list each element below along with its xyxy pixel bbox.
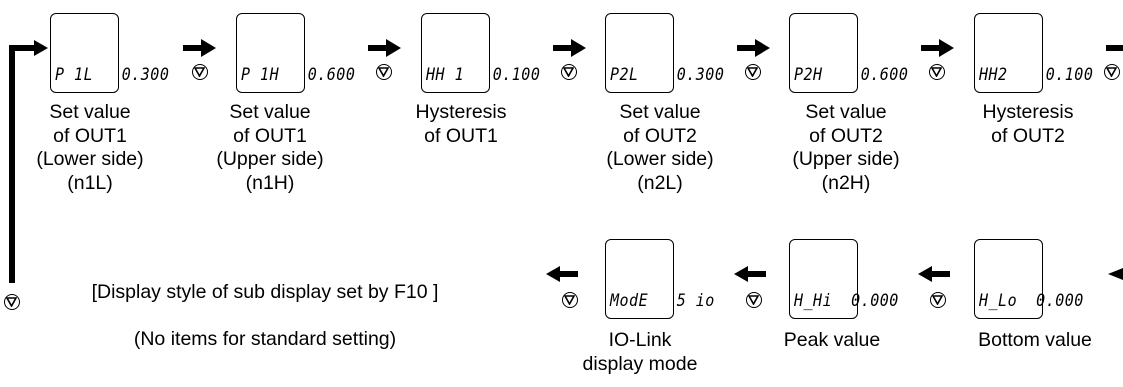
lcd-readout: H_Lo 0.000 (979, 290, 1084, 311)
lcd-readout: P2L 0.300 (610, 64, 725, 85)
down-button-icon[interactable] (929, 64, 945, 80)
down-button-icon[interactable] (930, 292, 946, 308)
lcd-display-io-link-mode: ModE 5 io (605, 239, 715, 319)
flow-arrow-icon (368, 39, 401, 57)
down-button-icon[interactable] (376, 64, 392, 80)
flow-arrow-icon (183, 39, 216, 57)
lcd-readout: P 1H 0.600 (241, 64, 356, 85)
flow-arrow-icon (918, 266, 950, 282)
lcd-display-bottom-value: H_Lo 0.000 (974, 239, 1084, 319)
lcd-display-n1h: P 1H 0.600 (236, 13, 356, 93)
lcd-readout: H_Hi 0.000 (794, 290, 899, 311)
sub-display-note: [Display style of sub display set by F10… (60, 257, 470, 375)
lcd-display-n1l: P 1L 0.300 (50, 13, 170, 93)
lcd-display-n2l: P2L 0.300 (605, 13, 725, 93)
lcd-display-hysteresis-out2: HH2 0.100 (974, 13, 1094, 93)
lcd-readout: HH 1 0.100 (426, 64, 541, 85)
lcd-display-peak-value: H_Hi 0.000 (789, 239, 899, 319)
caption-hysteresis-out2: Hysteresis of OUT2 (982, 101, 1074, 147)
down-button-icon[interactable] (561, 64, 577, 80)
flow-arrow-icon (737, 39, 770, 57)
flow-continue-line (1106, 45, 1123, 51)
down-button-icon[interactable] (4, 294, 20, 310)
lcd-display-hysteresis-out1: HH 1 0.100 (421, 13, 541, 93)
flow-arrow-icon (921, 39, 954, 57)
note-line-2: (No items for standard setting) (133, 327, 397, 350)
lcd-readout: ModE 5 io (610, 290, 715, 311)
down-button-icon[interactable] (192, 64, 208, 80)
down-button-icon[interactable] (562, 292, 578, 308)
loop-back-line (9, 45, 34, 283)
caption-n1l: Set value of OUT1 (Lower side) (n1L) (36, 101, 144, 194)
lcd-display-n2h: P2H 0.600 (789, 13, 909, 93)
caption-peak-value: Peak value (783, 329, 881, 351)
flow-arrow-icon (34, 40, 48, 56)
caption-bottom-value: Bottom value (978, 329, 1092, 351)
caption-n2l: Set value of OUT2 (Lower side) (n2L) (606, 101, 714, 194)
lcd-readout: P 1L 0.300 (55, 64, 170, 85)
flow-arrow-icon (553, 39, 586, 57)
caption-io-link-mode: IO-Link display mode (582, 329, 698, 375)
down-button-icon[interactable] (746, 292, 762, 308)
note-line-1: [Display style of sub display set by F10… (91, 280, 439, 303)
flow-arrow-icon (546, 266, 578, 282)
caption-n1h: Set value of OUT1 (Upper side) (n1H) (216, 101, 324, 194)
caption-hysteresis-out1: Hysteresis of OUT1 (415, 101, 507, 147)
down-button-icon[interactable] (1104, 64, 1120, 80)
flow-arrow-icon (734, 266, 766, 282)
lcd-readout: HH2 0.100 (979, 64, 1094, 85)
flow-arrow-icon (1108, 268, 1123, 280)
lcd-readout: P2H 0.600 (794, 64, 909, 85)
down-button-icon[interactable] (745, 64, 761, 80)
caption-n2h: Set value of OUT2 (Upper side) (n2H) (792, 101, 900, 194)
